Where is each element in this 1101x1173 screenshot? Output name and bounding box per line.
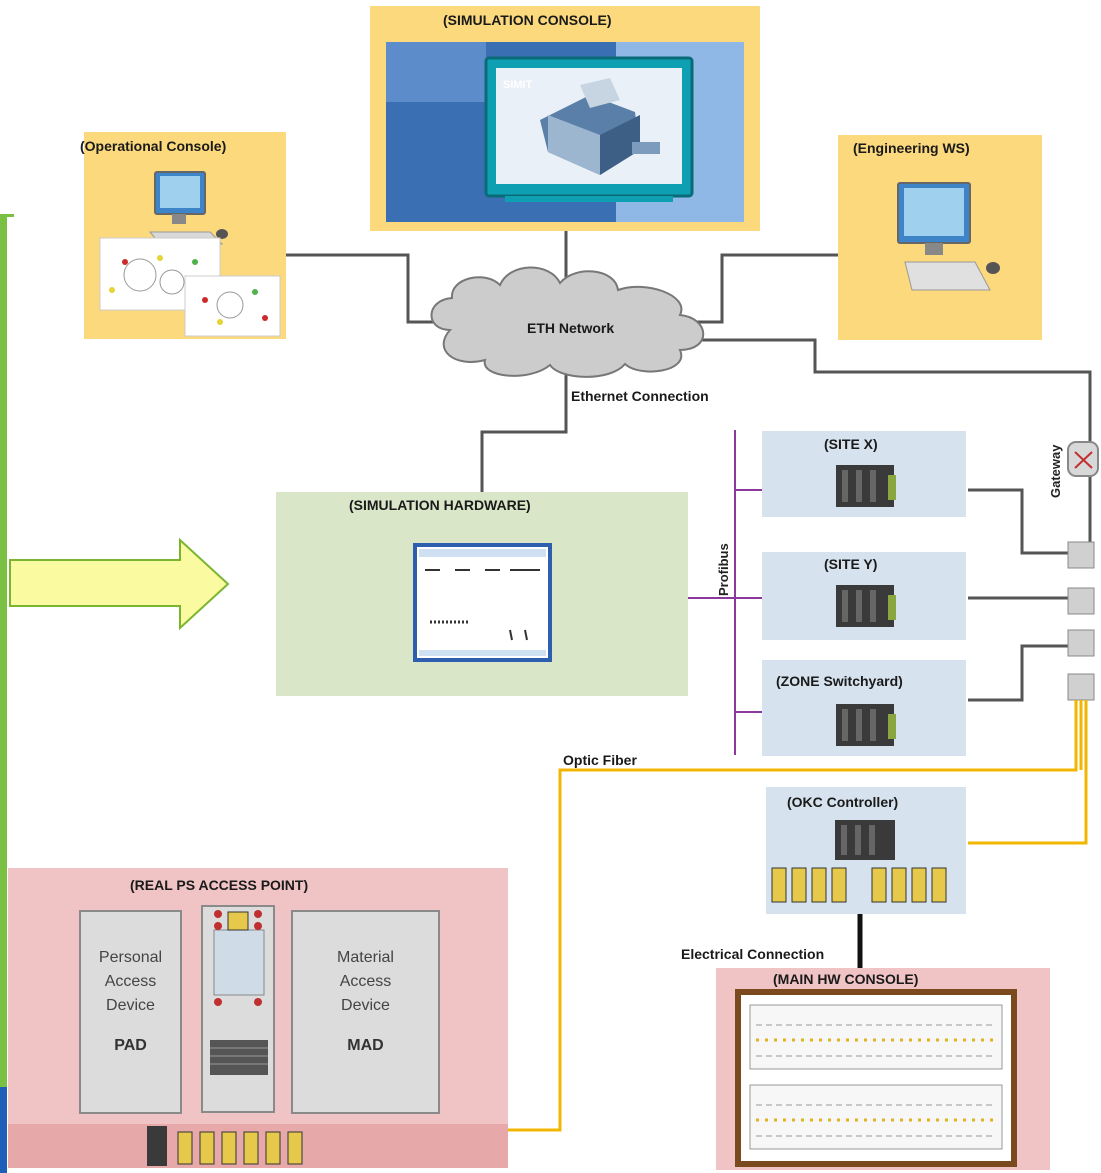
simit-label: SIMIT (503, 79, 533, 91)
gateway-router (1067, 441, 1099, 477)
mad-text-2: Access (339, 973, 392, 990)
operational-console-node (84, 132, 286, 339)
site-y-node (762, 552, 966, 640)
pad-device: Personal Access Device PAD (79, 910, 182, 1114)
simulation-hardware-label: (SIMULATION HARDWARE) (349, 497, 531, 513)
simulation-console-node (370, 6, 760, 231)
pad-text-3: Device (106, 997, 155, 1014)
mad-text-1: Material (337, 949, 394, 966)
simulation-hardware-node (276, 492, 688, 696)
zone-switchyard-label: (ZONE Switchyard) (776, 673, 903, 689)
pad-text-1: Personal (98, 949, 163, 966)
flow-arrow (9, 537, 230, 631)
gateway-label: Gateway (1048, 444, 1063, 498)
switch-units (1067, 541, 1095, 701)
site-x-label: (SITE X) (824, 436, 878, 452)
side-frame-left (0, 214, 7, 1164)
pad-abbr: PAD (114, 1037, 147, 1054)
real-ps-access-point-label: (REAL PS ACCESS POINT) (130, 877, 309, 893)
eth-network-cloud (430, 266, 705, 378)
zone-switchyard-node (762, 660, 966, 756)
main-hw-console-node (716, 968, 1050, 1170)
electrical-connection-label: Electrical Connection (681, 946, 825, 962)
profibus-bus (688, 430, 762, 755)
site-y-label: (SITE Y) (824, 556, 878, 572)
mad-device: Material Access Device MAD (291, 910, 440, 1114)
main-hw-console-label: (MAIN HW CONSOLE) (773, 971, 919, 987)
side-frame-top (0, 214, 14, 217)
mad-text-3: Device (341, 997, 390, 1014)
profibus-label: Profibus (716, 543, 731, 596)
ethernet-connection-label: Ethernet Connection (571, 388, 709, 404)
eth-network-label: ETH Network (527, 320, 615, 336)
operational-console-label: (Operational Console) (80, 138, 227, 154)
side-frame-blue (0, 1087, 7, 1173)
pad-text-2: Access (104, 973, 157, 990)
okc-controller-node (766, 787, 966, 914)
engineering-ws-label: (Engineering WS) (853, 140, 970, 156)
engineering-ws-node (838, 135, 1042, 340)
simulation-console-label: (SIMULATION CONSOLE) (443, 12, 612, 28)
optic-fiber-label: Optic Fiber (563, 752, 637, 768)
optic-fiber-links (508, 700, 1088, 1132)
mad-abbr: MAD (347, 1037, 384, 1054)
okc-controller-label: (OKC Controller) (787, 794, 899, 810)
site-x-node (762, 431, 966, 517)
